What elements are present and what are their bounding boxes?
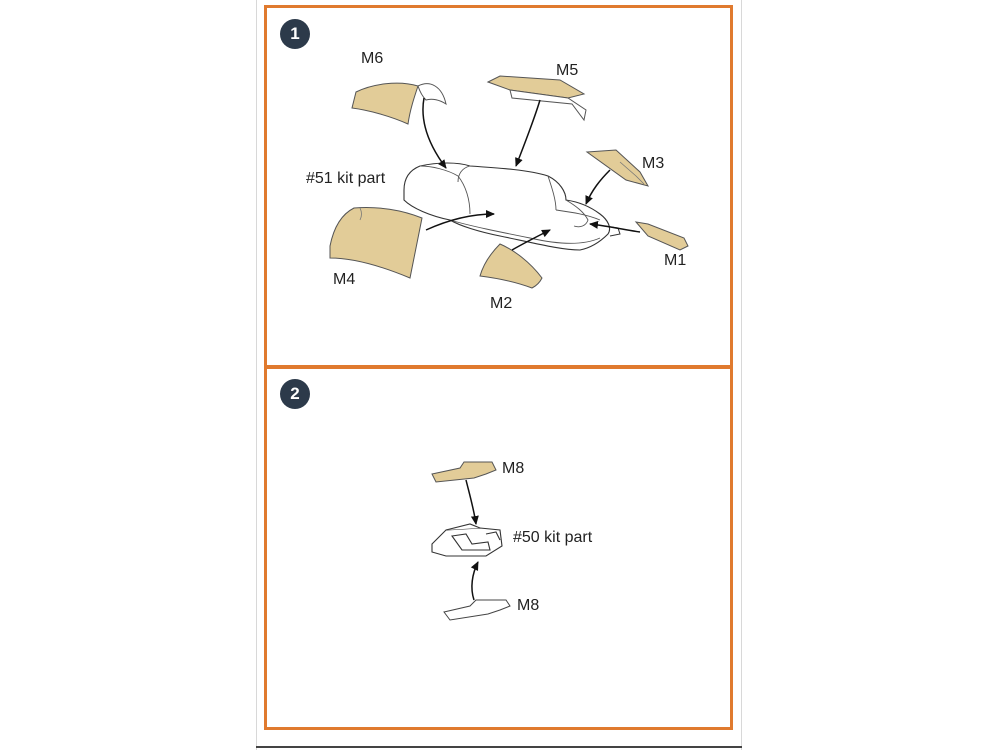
mask-m5-shape	[486, 75, 587, 122]
label-m4: M4	[333, 271, 356, 288]
label-m6: M6	[361, 50, 384, 67]
step-2-badge: 2	[280, 379, 310, 409]
label-m1: M1	[664, 252, 687, 269]
label-m3: M3	[642, 155, 665, 172]
label-m8-top: M8	[502, 460, 525, 477]
step-1-badge: 1	[280, 19, 310, 49]
mask-m6-shape	[351, 82, 447, 125]
kit-part-50-block	[431, 523, 503, 557]
mask-m8-top-shape	[431, 461, 497, 483]
label-m2: M2	[490, 295, 513, 312]
sheet-edge-bottom	[256, 746, 742, 748]
mask-m3-shape	[585, 149, 650, 187]
mask-m8-bottom-shape	[443, 599, 511, 621]
mask-m1-shape	[634, 221, 689, 251]
mask-m2-shape	[479, 243, 543, 289]
step-1-arrows	[422, 97, 641, 251]
label-kit-part-51: #51 kit part	[306, 170, 386, 187]
sheet-edge-right	[741, 0, 742, 750]
label-m5: M5	[556, 62, 579, 79]
label-kit-part-50: #50 kit part	[513, 529, 593, 546]
mask-m4-shape	[329, 207, 423, 279]
step-2-arrows	[465, 479, 479, 601]
kit-part-51-canopy	[403, 162, 621, 251]
label-m8-bottom: M8	[517, 597, 540, 614]
sheet-edge-left	[256, 0, 257, 750]
